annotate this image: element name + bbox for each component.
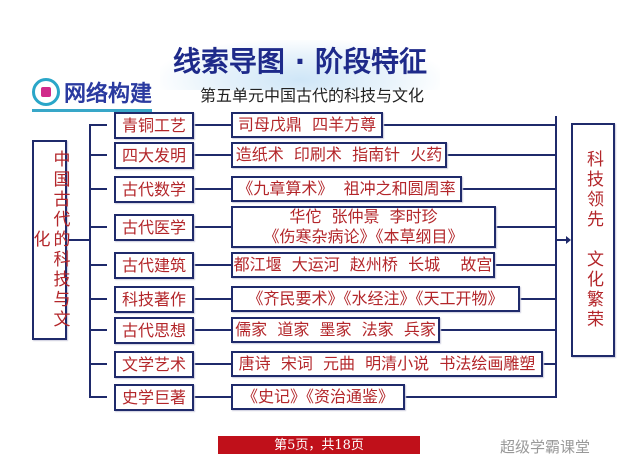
arrow-icon [566,236,571,244]
category-box: 青铜工艺 [114,112,194,139]
detail-box: 《史记》《资治通鉴》 [231,384,405,410]
section-text: 网络构建 [64,82,153,107]
result-box: 科技领先 文化繁荣 [571,123,615,357]
unit-subtitle: 第五单元中国古代的科技与文化 [200,86,425,105]
detail-box: 造纸术 印刷术 指南针 火药 [231,142,447,168]
category-box: 四大发明 [114,142,194,169]
detail-box: 《齐民要术》《水经注》《天工开物》 [231,286,520,312]
detail-box: 唐诗 宋词 元曲 明清小说 书法绘画雕塑 [231,351,543,377]
category-box: 科技著作 [114,286,194,313]
watermark: 超级学霸课堂 [500,438,591,456]
category-box: 古代数学 [114,176,194,203]
category-box: 史学巨著 [114,384,194,411]
detail-box: 儒家 道家 墨家 法家 兵家 [231,317,440,343]
section-label: 网络构建 [32,76,153,112]
bullet-icon [32,78,60,106]
category-box: 古代建筑 [114,252,194,279]
detail-box: 华佗 张仲景 李时珍 《伤寒杂病论》《本草纲目》 [231,206,496,248]
category-box: 古代思想 [114,317,194,344]
page-indicator: 第5页，共18页 [218,436,420,454]
detail-box: 司母戊鼎 四羊方尊 [231,112,383,138]
category-box: 文学艺术 [114,351,194,378]
detail-box: 都江堰 大运河 赵州桥 长城 故宫 [231,252,495,278]
slide-title: 线索导图 · 阶段特征 [160,40,440,90]
detail-box: 《九章算术》 祖冲之和圆周率 [231,176,462,202]
root-box: 中国古代的科技与文化 [30,140,70,340]
category-box: 古代医学 [114,214,194,241]
